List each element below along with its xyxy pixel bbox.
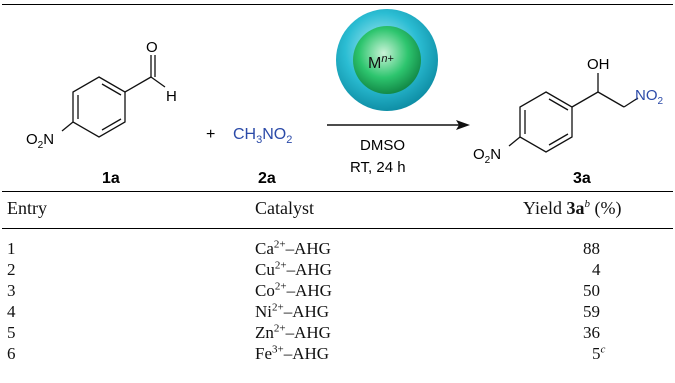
yield-value: 4	[592, 260, 601, 279]
reaction-scheme: O H O2N 1a + CH3NO2 2a Mn+ DMSO RT, 24 h…	[26, 9, 664, 187]
label-2a: 2a	[258, 170, 276, 187]
table-row: 5 Zn2+–AHG 36	[0, 323, 675, 344]
catalyst-name: Ni2+–AHG	[255, 301, 330, 321]
product-nitro-group: NO2	[635, 87, 664, 107]
yield-value: 36	[583, 323, 600, 342]
entry-number: 2	[7, 260, 16, 279]
header-bottom-rule	[2, 228, 673, 229]
header-entry: Entry	[7, 198, 47, 218]
reaction-arrow	[327, 120, 470, 130]
catalyst-name: Co2+–AHG	[255, 280, 332, 300]
condition-temp-time: RT, 24 h	[350, 159, 406, 176]
aldehyde-oxygen: O	[146, 39, 158, 56]
catalyst-metal-symbol: Mn+	[368, 53, 394, 72]
entry-number: 1	[7, 239, 16, 258]
table-row: 6 Fe3+–AHG 5c	[0, 344, 675, 365]
table-row: 3 Co2+–AHG 50	[0, 281, 675, 302]
header-catalyst: Catalyst	[255, 198, 314, 218]
header-top-rule	[2, 191, 673, 192]
yield-value: 5c	[592, 343, 606, 363]
catalyst-name: Zn2+–AHG	[255, 322, 331, 342]
catalyst-name: Fe3+–AHG	[255, 343, 330, 363]
table-row: 4 Ni2+–AHG 59	[0, 302, 675, 323]
product-hydroxyl: OH	[587, 56, 610, 73]
entry-number: 5	[7, 323, 16, 342]
catalyst-sphere-icon	[336, 9, 438, 111]
entry-number: 3	[7, 281, 16, 300]
yield-footnote-mark: c	[600, 343, 606, 356]
nitro-group-1a: O2N	[26, 131, 54, 151]
entry-number: 4	[7, 302, 16, 321]
entry-number: 6	[7, 344, 16, 363]
top-rule	[2, 4, 673, 6]
yield-value: 59	[583, 302, 600, 321]
reactant-1a-structure	[61, 55, 166, 138]
nitro-group-3a: O2N	[473, 146, 501, 166]
product-3a-structure	[508, 73, 639, 153]
table-row: 2 Cu2+–AHG 4	[0, 260, 675, 281]
condition-solvent: DMSO	[360, 137, 405, 154]
header-yield: Yield 3ab (%)	[523, 198, 622, 218]
yield-value: 88	[583, 239, 600, 258]
label-1a: 1a	[102, 170, 120, 187]
yield-value: 50	[583, 281, 600, 300]
reagent-2a-formula: CH3NO2	[233, 126, 292, 146]
catalyst-name: Ca2+–AHG	[255, 238, 331, 258]
plus-sign: +	[206, 126, 215, 143]
label-3a: 3a	[573, 170, 591, 187]
table-row: 1 Ca2+–AHG 88	[0, 239, 675, 260]
aldehyde-hydrogen: H	[166, 88, 177, 105]
catalyst-name: Cu2+–AHG	[255, 259, 332, 279]
